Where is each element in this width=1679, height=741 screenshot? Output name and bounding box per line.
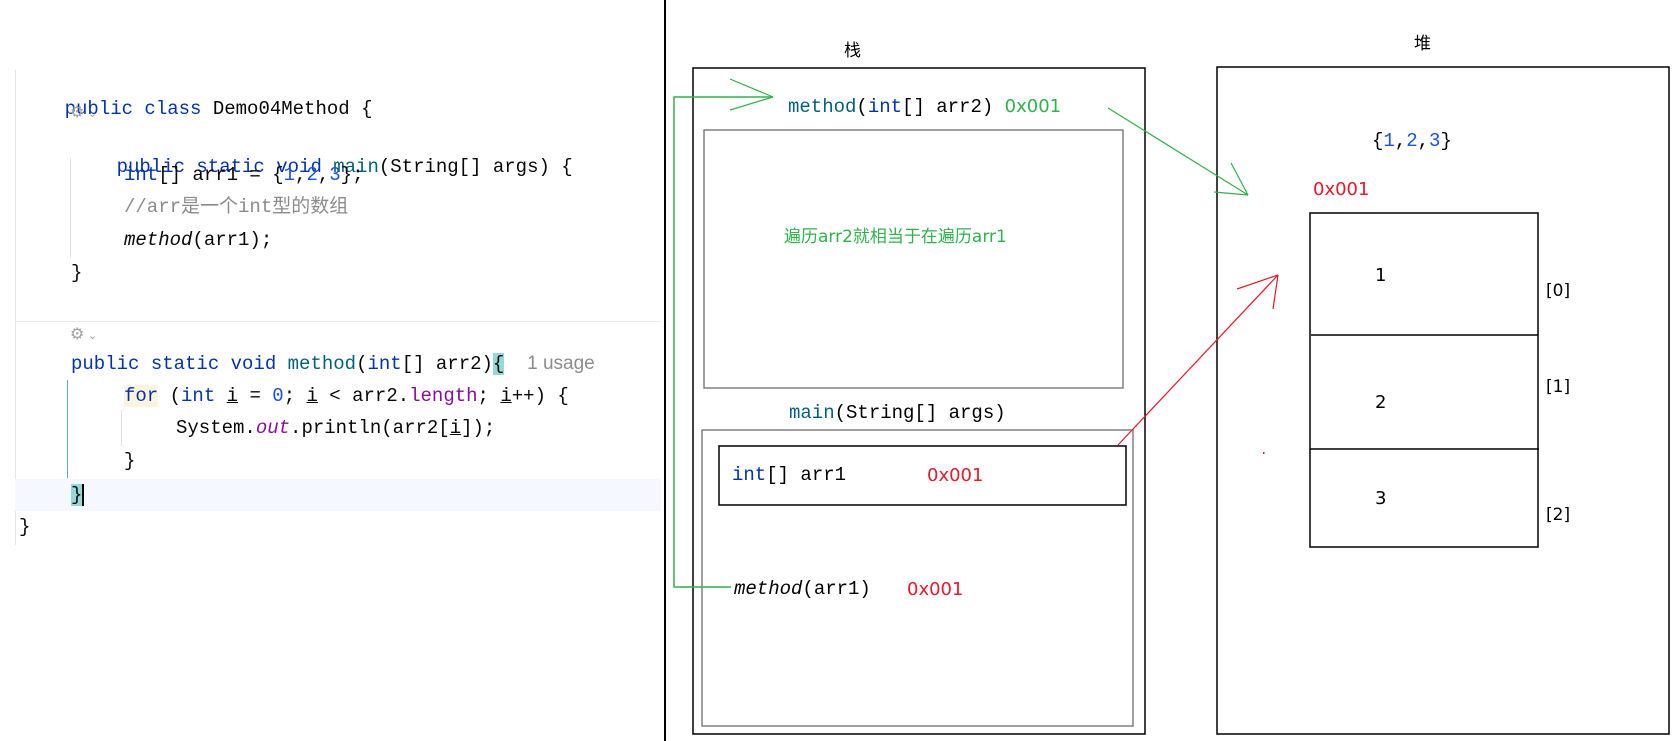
indent-guide-active [67,380,68,478]
indent-guide [121,410,122,446]
arr1-address: 0x001 [927,465,984,486]
main-frame-box [701,429,1134,727]
implements-method-icon[interactable]: ⚙ ⌄ [70,102,98,121]
code-line-comment: //arr是一个int型的数组 [124,196,349,218]
heap-box [1216,66,1670,735]
code-line-for-close: } [124,450,136,472]
array-index-label: [2] [1546,505,1571,525]
code-editor[interactable]: public class Demo04Method { ⚙ ⌄ public s… [0,0,661,741]
code-line-main-close: } [71,262,83,284]
call-address: 0x001 [907,579,964,600]
array-index-label: [1] [1546,377,1571,397]
main-frame-label: main(String[] args) [789,402,1006,424]
array-cell-value: 3 [1375,488,1387,509]
array-box [1309,212,1539,548]
traversal-note: 遍历arr2就相当于在遍历arr1 [784,227,1007,247]
array-literal: {1,2,3} [1372,130,1452,152]
panel-divider [664,0,666,741]
code-line-class-close: } [19,516,31,538]
code-line-for: for (int i = 0; i < arr2.length; i++) { [124,385,569,407]
reference-arrow-red [1117,274,1279,446]
array-index-label: [0] [1546,281,1571,301]
arrowhead [1213,191,1249,196]
arr2-address: 0x001 [1004,96,1062,117]
arrowhead [1230,162,1249,196]
stack-title: 栈 [844,41,861,61]
usage-hint[interactable]: 1 usage [527,353,595,374]
code-line-method-call: method(arr1); [124,229,273,251]
indent-guide [70,158,71,258]
heap-address: 0x001 [1313,179,1370,200]
code-line-method-close: } [71,483,85,506]
implements-method-icon[interactable]: ⚙ ⌄ [70,324,98,343]
arrowhead [1272,274,1279,310]
array-cell-value: 1 [1375,265,1387,286]
current-line-highlight [15,479,661,511]
reference-arrow-green [1107,107,1249,196]
code-line-main-decl: public static void main(String[] args) { [116,156,573,178]
arr1-variable-box [718,445,1127,506]
code-line-class-decl: public class Demo04Method { [64,98,373,120]
code-line-method-decl: public static void method(int[] arr2){ 1… [71,353,595,375]
gutter-border [15,70,16,545]
method-separator [15,321,661,322]
heap-title: 堆 [1414,34,1431,54]
method-frame-box [703,129,1124,389]
arrowhead [729,96,774,111]
text-caret [82,483,85,506]
array-cell-value: 2 [1375,392,1387,413]
call-arrow-green [673,96,773,588]
matched-brace: { [492,353,505,375]
stray-dot [1263,452,1265,454]
arrowhead [1236,274,1279,290]
code-line-arr-decl: int[] arr1 = {1,2,3}; [124,164,364,186]
arrowhead [729,78,774,98]
method-frame-label: method(int[] arr2) 0x001 [788,96,1062,118]
code-line-println: System.out.println(arr2[i]); [176,417,496,439]
arr1-variable-label: int[] arr1 [732,464,847,486]
stack-box [692,67,1146,735]
method-call-label: method(arr1) [734,578,871,600]
